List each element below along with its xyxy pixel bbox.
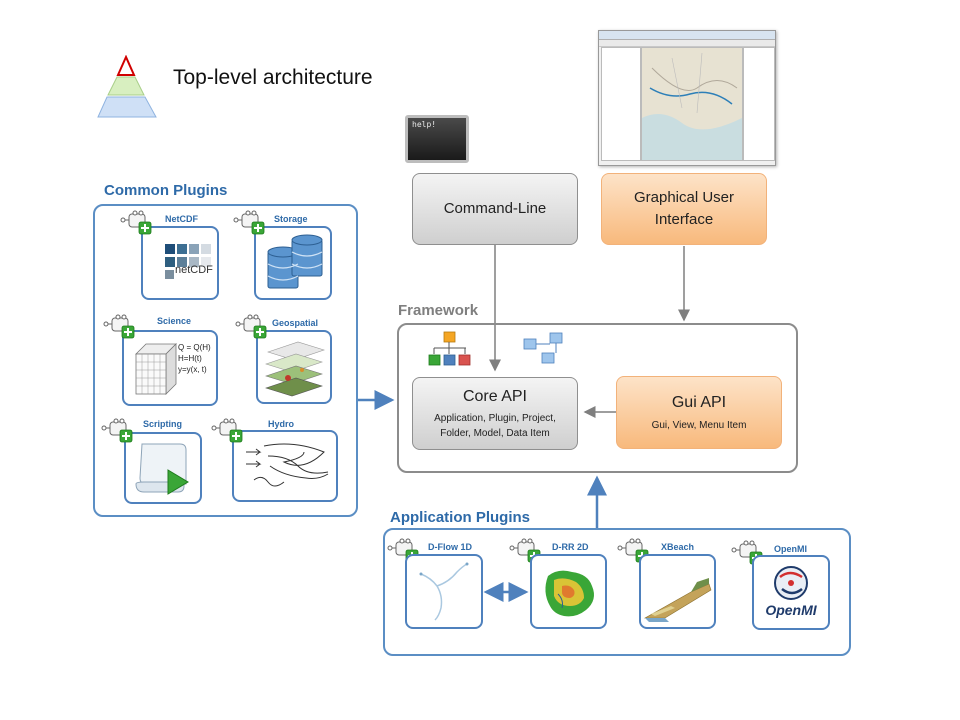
plugin-science-tile[interactable]: Q = Q(H) H=H(t) y=y(x, t) [122, 330, 218, 406]
plugin-scripting-label: Scripting [143, 419, 183, 429]
plugin-xbeach-tile[interactable] [639, 554, 716, 629]
framework-label: Framework [398, 302, 479, 319]
plugin-drr2d-tile[interactable] [530, 554, 607, 629]
gui-api-box[interactable]: Gui API Gui, View, Menu Item [616, 376, 782, 449]
plugin-netcdf-label: NetCDF [165, 214, 198, 224]
plugin-scripting-tile[interactable] [124, 432, 202, 504]
application-plugins-label: Application Plugins [390, 509, 531, 526]
database-icon [267, 234, 323, 289]
plugin-hydro-label: Hydro [268, 419, 295, 429]
gui-api-subtitle: Gui, View, Menu Item [651, 420, 747, 431]
openmi-logo-text: OpenMI [765, 602, 817, 618]
pyramid-icon [97, 55, 157, 118]
flow-nodes-icon [523, 332, 563, 364]
plugin-drr2d-label: D-RR 2D [552, 542, 589, 552]
plugin-badge-icon-storage [233, 210, 265, 235]
gui-api-title: Gui API [671, 394, 727, 411]
command-line-label: Command-Line [443, 200, 547, 217]
plugin-storage-tile[interactable] [254, 226, 332, 300]
plugin-badge-icon-science [103, 314, 135, 339]
plugin-geospatial-tile[interactable] [256, 330, 332, 404]
command-line-box[interactable]: Command-Line [412, 173, 578, 245]
common-plugins-label: Common Plugins [104, 182, 228, 199]
plugin-hydro-tile[interactable] [232, 430, 338, 502]
hydro-sketch-icon [246, 443, 329, 487]
science-equations: Q = Q(H) H=H(t) y=y(x, t) [178, 342, 211, 375]
common-plugins-group [93, 204, 358, 517]
netcdf-grid-image [165, 244, 211, 279]
plugin-openmi-tile[interactable]: OpenMI [752, 555, 830, 630]
cube-grid-icon [135, 343, 177, 395]
plugin-dflow1d-tile[interactable] [405, 554, 483, 629]
plugin-badge-icon-netcdf [120, 210, 152, 235]
beach-profile-icon [643, 578, 712, 622]
gui-screenshot-thumbnail [598, 30, 776, 166]
terrain-map-icon [545, 570, 594, 617]
terminal-icon: help! [405, 115, 469, 163]
hierarchy-icon [428, 331, 471, 366]
gui-box[interactable]: Graphical User Interface [601, 173, 767, 245]
core-api-box[interactable]: Core API Application, Plugin, Project, F… [412, 377, 578, 450]
plugin-xbeach-label: XBeach [661, 542, 695, 552]
plugin-dflow1d-label: D-Flow 1D [428, 542, 472, 552]
plugin-openmi-label: OpenMI [774, 544, 807, 554]
gui-label-line2: Interface [654, 211, 714, 228]
terminal-text: help! [412, 120, 437, 129]
gui-label-line1: Graphical User [633, 189, 735, 206]
plugin-badge-icon-scripting [101, 418, 133, 443]
core-api-line2: Folder, Model, Data Item [440, 428, 550, 439]
framework-group [397, 323, 798, 473]
plugin-geospatial-label: Geospatial [272, 318, 319, 328]
core-api-line1: Application, Plugin, Project, [434, 413, 556, 424]
river-network-icon [419, 562, 469, 621]
plugin-science-label: Science [157, 316, 192, 326]
openmi-logo-icon [774, 566, 808, 600]
plugin-netcdf-tile[interactable] [141, 226, 219, 300]
layered-map-icon [265, 341, 325, 397]
page-title: Top-level architecture [173, 66, 373, 89]
equation-1: Q = Q(H) [178, 343, 211, 352]
netcdf-logo-text: netCDF [175, 264, 213, 276]
application-plugins-group [383, 528, 851, 656]
script-play-icon [135, 443, 189, 495]
equation-3: y=y(x, t) [178, 365, 207, 374]
equation-2: H=H(t) [178, 354, 202, 363]
plugin-storage-label: Storage [274, 214, 308, 224]
plugin-badge-icon-geospatial [235, 314, 267, 339]
plugin-badge-icon-hydro [211, 418, 243, 443]
core-api-title: Core API [462, 388, 527, 405]
